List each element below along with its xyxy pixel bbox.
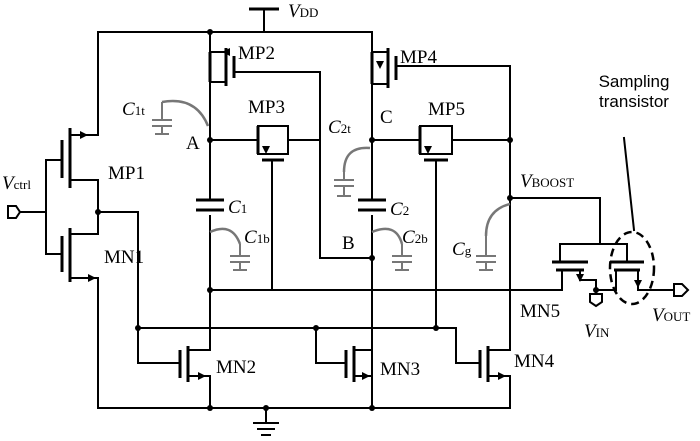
sampling-note-line1: Sampling [598, 72, 670, 91]
mn4-label: MN4 [514, 351, 555, 372]
node-b-label: B [342, 233, 355, 254]
c1-capacitor [196, 198, 224, 212]
mn2-transistor [178, 329, 211, 409]
c1-label: C1 [228, 197, 248, 218]
c1b-parasitic [209, 227, 250, 271]
mn3-transistor [344, 346, 373, 382]
sampling-transistor-note: Sampling transistor [574, 72, 694, 113]
mp3-transistor [256, 125, 321, 291]
mp5-transistor [418, 125, 511, 329]
ground-symbol-main [253, 422, 279, 436]
c2-capacitor [358, 198, 386, 212]
boost-net [209, 197, 601, 291]
node-a-net [209, 139, 259, 331]
mn1-transistor [60, 211, 99, 282]
mp5-label: MP5 [428, 99, 465, 120]
vdd-label: VDD [288, 1, 319, 22]
vdd-terminal [249, 7, 279, 33]
c2t-label: C2t [328, 117, 351, 138]
node-a-label: A [186, 133, 200, 154]
mn5-transistor [552, 243, 603, 308]
mp4-label: MP4 [400, 47, 437, 68]
mn1-label: MN1 [104, 247, 145, 268]
vin-label: VIN [584, 321, 610, 342]
node-c-label: C [380, 107, 393, 128]
mn3-label: MN3 [380, 359, 421, 380]
vboost-label: VBOOST [520, 171, 575, 192]
sampling-pointer [622, 136, 636, 232]
mp4-transistor [370, 48, 511, 351]
mp1-label: MP1 [108, 163, 145, 184]
c2b-label: C2b [402, 227, 428, 248]
mp2-label: MP2 [238, 43, 275, 64]
c2-label: C2 [390, 199, 410, 220]
mp1-transistor [60, 128, 99, 213]
junction-dots [95, 29, 599, 411]
c1b-label: C1b [244, 227, 270, 248]
vctrl-label: Vctrl [2, 173, 31, 194]
cg-parasitic [476, 202, 511, 271]
mn4-transistor [478, 346, 511, 409]
inverter-output-net [97, 211, 481, 364]
ground-rail [97, 277, 511, 424]
mn2-label: MN2 [216, 357, 257, 378]
cg-label: Cg [452, 239, 472, 260]
c1t-label: C1t [122, 99, 145, 120]
mp2-transistor [208, 48, 321, 259]
sampling-note-line2: transistor [599, 92, 669, 112]
vctrl-input [7, 159, 63, 255]
mp3-label: MP3 [248, 97, 285, 118]
vdd-rail [97, 31, 373, 136]
sampling-transistor [595, 230, 690, 306]
c2b-parasitic [371, 227, 412, 271]
vout-label: VOUT [652, 305, 691, 326]
c1t-parasitic [152, 99, 210, 135]
c2t-parasitic [334, 146, 371, 197]
mn5-label: MN5 [520, 301, 561, 322]
